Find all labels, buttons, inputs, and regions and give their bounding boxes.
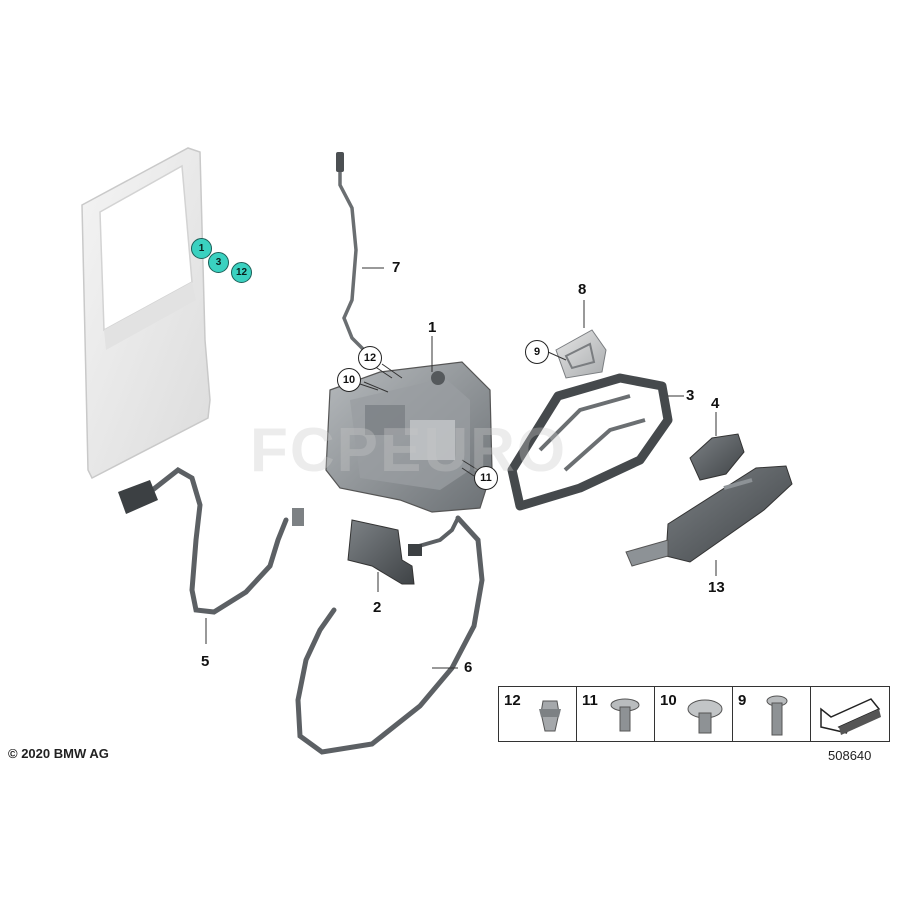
callout-1: 1 [428,319,437,336]
callout-8: 8 [578,281,587,298]
callout-5: 5 [201,653,210,670]
legend-cell-12: 12 [499,687,577,741]
callout-4: 4 [711,395,720,412]
legend-label-10: 10 [660,692,677,709]
door-lock-body [325,336,493,513]
circled-callout-11: 11 [474,466,498,490]
circled-callout-9: 9 [525,340,549,364]
legend-label-12: 12 [504,692,521,709]
door-marker-3: 3 [208,252,229,273]
watermark: FCPEURO [250,416,568,485]
cable-5 [118,466,304,644]
legend-cell-arrow [811,687,889,741]
door-marker-12: 12 [231,262,252,283]
cable-6 [295,515,485,755]
leader-9 [547,351,567,361]
door-shell [81,147,211,480]
leader-12 [381,363,403,379]
striker-plate [555,300,607,379]
legend-label-11: 11 [582,692,598,709]
leader-10 [359,383,379,391]
callout-7: 7 [392,259,401,276]
lock-cover [347,519,415,592]
handle-cap [689,412,745,481]
screw-11-icon [610,698,640,732]
callout-13: 13 [708,579,725,596]
door-handle [625,465,793,576]
callout-3: 3 [686,387,695,404]
legend-cell-11: 11 [577,687,655,741]
circled-callout-10: 10 [337,368,361,392]
fastener-legend: 12 11 10 9 [498,686,890,742]
orientation-arrow-icon [820,698,881,735]
diagram-number: 508640 [828,748,872,763]
legend-cell-9: 9 [733,687,811,741]
screw-9-icon [766,695,788,736]
door-marker-1: 1 [191,238,212,259]
callout-6: 6 [464,659,473,676]
legend-label-9: 9 [738,692,747,709]
legend-cell-10: 10 [655,687,733,741]
leader-11 [461,467,475,477]
handle-carrier [507,373,684,511]
screw-10-icon [687,699,723,734]
clip-nut-icon [539,700,561,732]
callout-2: 2 [373,599,382,616]
copyright: © 2020 BMW AG [8,746,109,761]
circled-callout-12: 12 [358,346,382,370]
lock-rod [336,152,384,354]
